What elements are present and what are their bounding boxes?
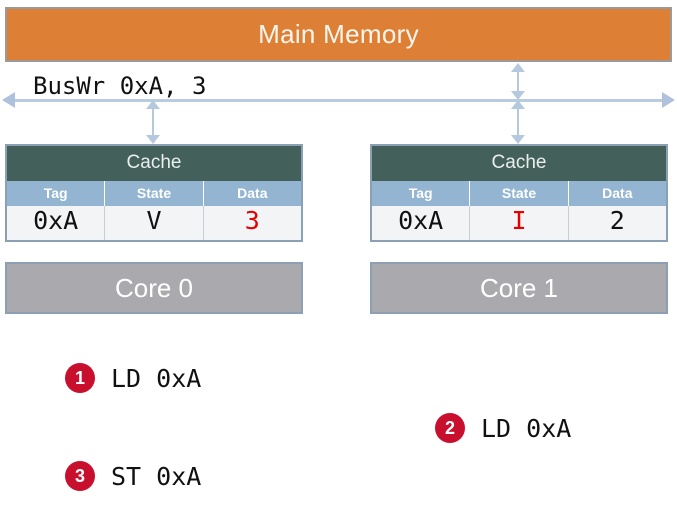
step-1: 1 LD 0xA — [65, 363, 201, 393]
arrowhead-down-icon — [146, 135, 160, 144]
step-2: 2 LD 0xA — [435, 413, 571, 443]
cache-title: Cache — [7, 146, 301, 181]
column-header-state: State — [105, 181, 204, 206]
cache-column-headers: Tag State Data — [372, 181, 666, 206]
main-memory-block: Main Memory — [5, 7, 672, 62]
core-label: Core 1 — [479, 272, 559, 303]
column-header-state: State — [470, 181, 569, 206]
core-label: Core 0 — [114, 272, 194, 303]
cache-data-value: 3 — [244, 206, 260, 235]
cache-data-value: 2 — [609, 206, 625, 235]
bus-line — [6, 99, 671, 102]
cache-row: 0xA I 2 — [372, 206, 666, 240]
arrowhead-up-icon — [146, 100, 160, 109]
bus-arrow-right-icon — [662, 92, 675, 108]
arrowhead-up-icon — [511, 100, 525, 109]
connector-bus-to-cache-0-icon — [146, 100, 160, 144]
connector-stem — [517, 69, 519, 94]
step-instruction: ST 0xA — [111, 461, 202, 491]
connector-stem — [517, 106, 519, 138]
step-instruction: LD 0xA — [111, 363, 202, 393]
column-header-data: Data — [237, 185, 268, 201]
step-instruction: LD 0xA — [481, 413, 572, 443]
bus-arrow-left-icon — [2, 92, 15, 108]
cache-block-core-1: Cache Tag State Data 0xA I 2 — [370, 144, 668, 242]
connector-stem — [152, 106, 154, 138]
arrowhead-down-icon — [511, 135, 525, 144]
arrowhead-down-icon — [511, 91, 525, 100]
step-badge: 2 — [435, 413, 465, 443]
cache-title: Cache — [372, 146, 666, 181]
step-3: 3 ST 0xA — [65, 461, 201, 491]
cache-tag-value: 0xA — [372, 206, 471, 240]
cache-state-value: I — [470, 206, 569, 240]
step-badge: 3 — [65, 461, 95, 491]
step-badge: 1 — [65, 363, 95, 393]
column-header-tag: Tag — [7, 181, 106, 206]
connector-memory-to-bus-icon — [511, 63, 525, 100]
column-header-data: Data — [602, 185, 633, 201]
bus-transaction-label: BusWr 0xA, 3 — [33, 72, 207, 100]
cache-tag-value: 0xA — [7, 206, 106, 240]
arrowhead-up-icon — [511, 63, 525, 72]
connector-bus-to-cache-1-icon — [511, 100, 525, 144]
column-header-tag: Tag — [372, 181, 471, 206]
core-block-1: Core 1 — [370, 262, 668, 314]
core-block-0: Core 0 — [5, 262, 303, 314]
main-memory-label: Main Memory — [258, 19, 419, 49]
cache-state-value: V — [105, 206, 204, 240]
cache-row: 0xA V 3 — [7, 206, 301, 240]
cache-block-core-0: Cache Tag State Data 0xA V 3 — [5, 144, 303, 242]
cache-column-headers: Tag State Data — [7, 181, 301, 206]
